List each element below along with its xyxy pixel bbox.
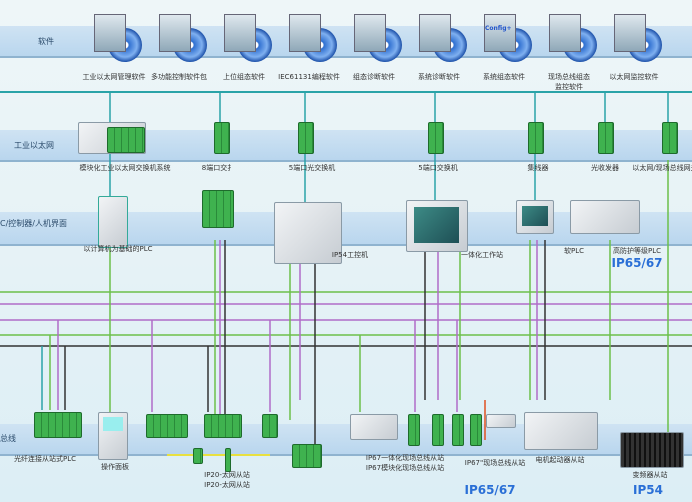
switch-5-port[interactable]: [428, 122, 444, 154]
ip20-slave[interactable]: [146, 414, 188, 438]
field-label: IP20-太网从站 IP20-太网从站: [204, 471, 250, 489]
software-label: 工业以太网管理软件: [82, 73, 146, 81]
software-label: 组态诊断软件: [353, 73, 395, 81]
layer-label-controller: C/控制器/人机界面: [0, 219, 67, 228]
pc-based-plc[interactable]: [98, 196, 128, 248]
software-package[interactable]: [94, 14, 144, 64]
ethernet-label: 集线器: [527, 164, 549, 172]
controller-label: 一体化工作站: [461, 251, 503, 259]
software-label: 系统诊断软件: [418, 73, 460, 81]
software-box-icon: [419, 14, 451, 52]
software-package[interactable]: [419, 14, 469, 64]
field-label: IP67一体化现场总线从站 IP67模块化现场总线从站: [365, 454, 445, 472]
software-box-text: Config+: [485, 25, 512, 32]
ethernet-label: 8端口交扌: [201, 164, 235, 172]
software-box-icon: [354, 14, 386, 52]
field-label: 操作面板: [101, 463, 129, 471]
hub[interactable]: [528, 122, 544, 154]
software-box-icon: [614, 14, 646, 52]
software-label: 以太网监控软件: [609, 73, 659, 81]
layer-label-fieldbus: 总线: [0, 434, 16, 443]
ip67-slave[interactable]: [470, 414, 482, 446]
ethernet-label: 5端口光交换机: [288, 164, 336, 172]
field-label: 电机起动器从站: [535, 456, 585, 464]
ip20-slave[interactable]: [262, 414, 278, 438]
ip54-industrial-pc[interactable]: [274, 202, 342, 264]
software-label: 系统组态软件: [483, 73, 525, 81]
software-package[interactable]: [549, 14, 599, 64]
controller-label: 软PLC: [563, 247, 585, 255]
ip67-slave[interactable]: [452, 414, 464, 446]
ip20-slave[interactable]: [292, 444, 322, 468]
software-package[interactable]: [289, 14, 339, 64]
software-box-icon: [549, 14, 581, 52]
field-label: 变频器从站: [632, 471, 668, 479]
integrated-workstation[interactable]: [406, 200, 468, 252]
software-box-icon: [159, 14, 191, 52]
software-package[interactable]: [614, 14, 664, 64]
ip67-slave[interactable]: [486, 414, 516, 428]
software-box-icon: [289, 14, 321, 52]
software-package[interactable]: Config+: [484, 14, 534, 64]
fiber-slave-plc[interactable]: [34, 412, 82, 438]
software-package[interactable]: [224, 14, 274, 64]
software-label: IEC61131编程软件: [278, 73, 340, 81]
software-box-icon: [94, 14, 126, 52]
ip67-modular-slave[interactable]: [432, 414, 444, 446]
fieldbus-lines: [0, 160, 692, 456]
ip20-module[interactable]: [193, 448, 203, 464]
modular-switch-system[interactable]: [78, 122, 146, 154]
software-box-icon: [224, 14, 256, 52]
controller-label: IP54工控机: [331, 251, 369, 259]
operator-panel[interactable]: [98, 412, 128, 460]
rating-ip54: IP54: [633, 483, 663, 497]
motor-starter-slave[interactable]: [524, 412, 598, 450]
controller-label: 以计算机为基础的PLC: [83, 245, 153, 253]
ethernet-label: 模块化工业以太网交换机系统: [79, 164, 171, 172]
ethernet-label: 5端口交换机: [418, 164, 458, 172]
soft-plc[interactable]: [516, 200, 554, 234]
ethernet-label: 光收发器: [591, 164, 619, 172]
ethernet-label: 以太网/现场总线网关: [632, 164, 692, 172]
software-label: 现场总线组态 监控软件: [548, 73, 590, 91]
rating-ip67: IP65/67: [464, 483, 516, 497]
controller-board[interactable]: [202, 190, 234, 228]
high-protection-plc[interactable]: [570, 200, 640, 234]
frequency-inverter-slave[interactable]: [620, 432, 684, 468]
switch-5-port-fiber[interactable]: [298, 122, 314, 154]
software-label: 上位组态软件: [223, 73, 265, 81]
field-label: 光纤连接从站式PLC: [13, 455, 77, 463]
rating-controller: IP65/67: [611, 256, 663, 270]
software-package[interactable]: [159, 14, 209, 64]
ethernet-fieldbus-gateway[interactable]: [662, 122, 678, 154]
software-box-icon: Config+: [484, 14, 516, 52]
layer-label-ethernet: 工业以太网: [14, 141, 54, 150]
ip67-compact-slave[interactable]: [350, 414, 398, 440]
ip20-slave[interactable]: [204, 414, 242, 438]
controller-label: 高防护等级PLC: [612, 247, 662, 255]
ip20-module[interactable]: [225, 448, 231, 472]
software-package[interactable]: [354, 14, 404, 64]
fiber-transceiver[interactable]: [598, 122, 614, 154]
field-label: IP67"现场总线从站: [464, 459, 526, 467]
switch-8-port[interactable]: [214, 122, 230, 154]
software-label: 多功能控制软件包: [151, 73, 207, 81]
layer-label-software: 软件: [38, 37, 54, 46]
ip67-modular-slave[interactable]: [408, 414, 420, 446]
